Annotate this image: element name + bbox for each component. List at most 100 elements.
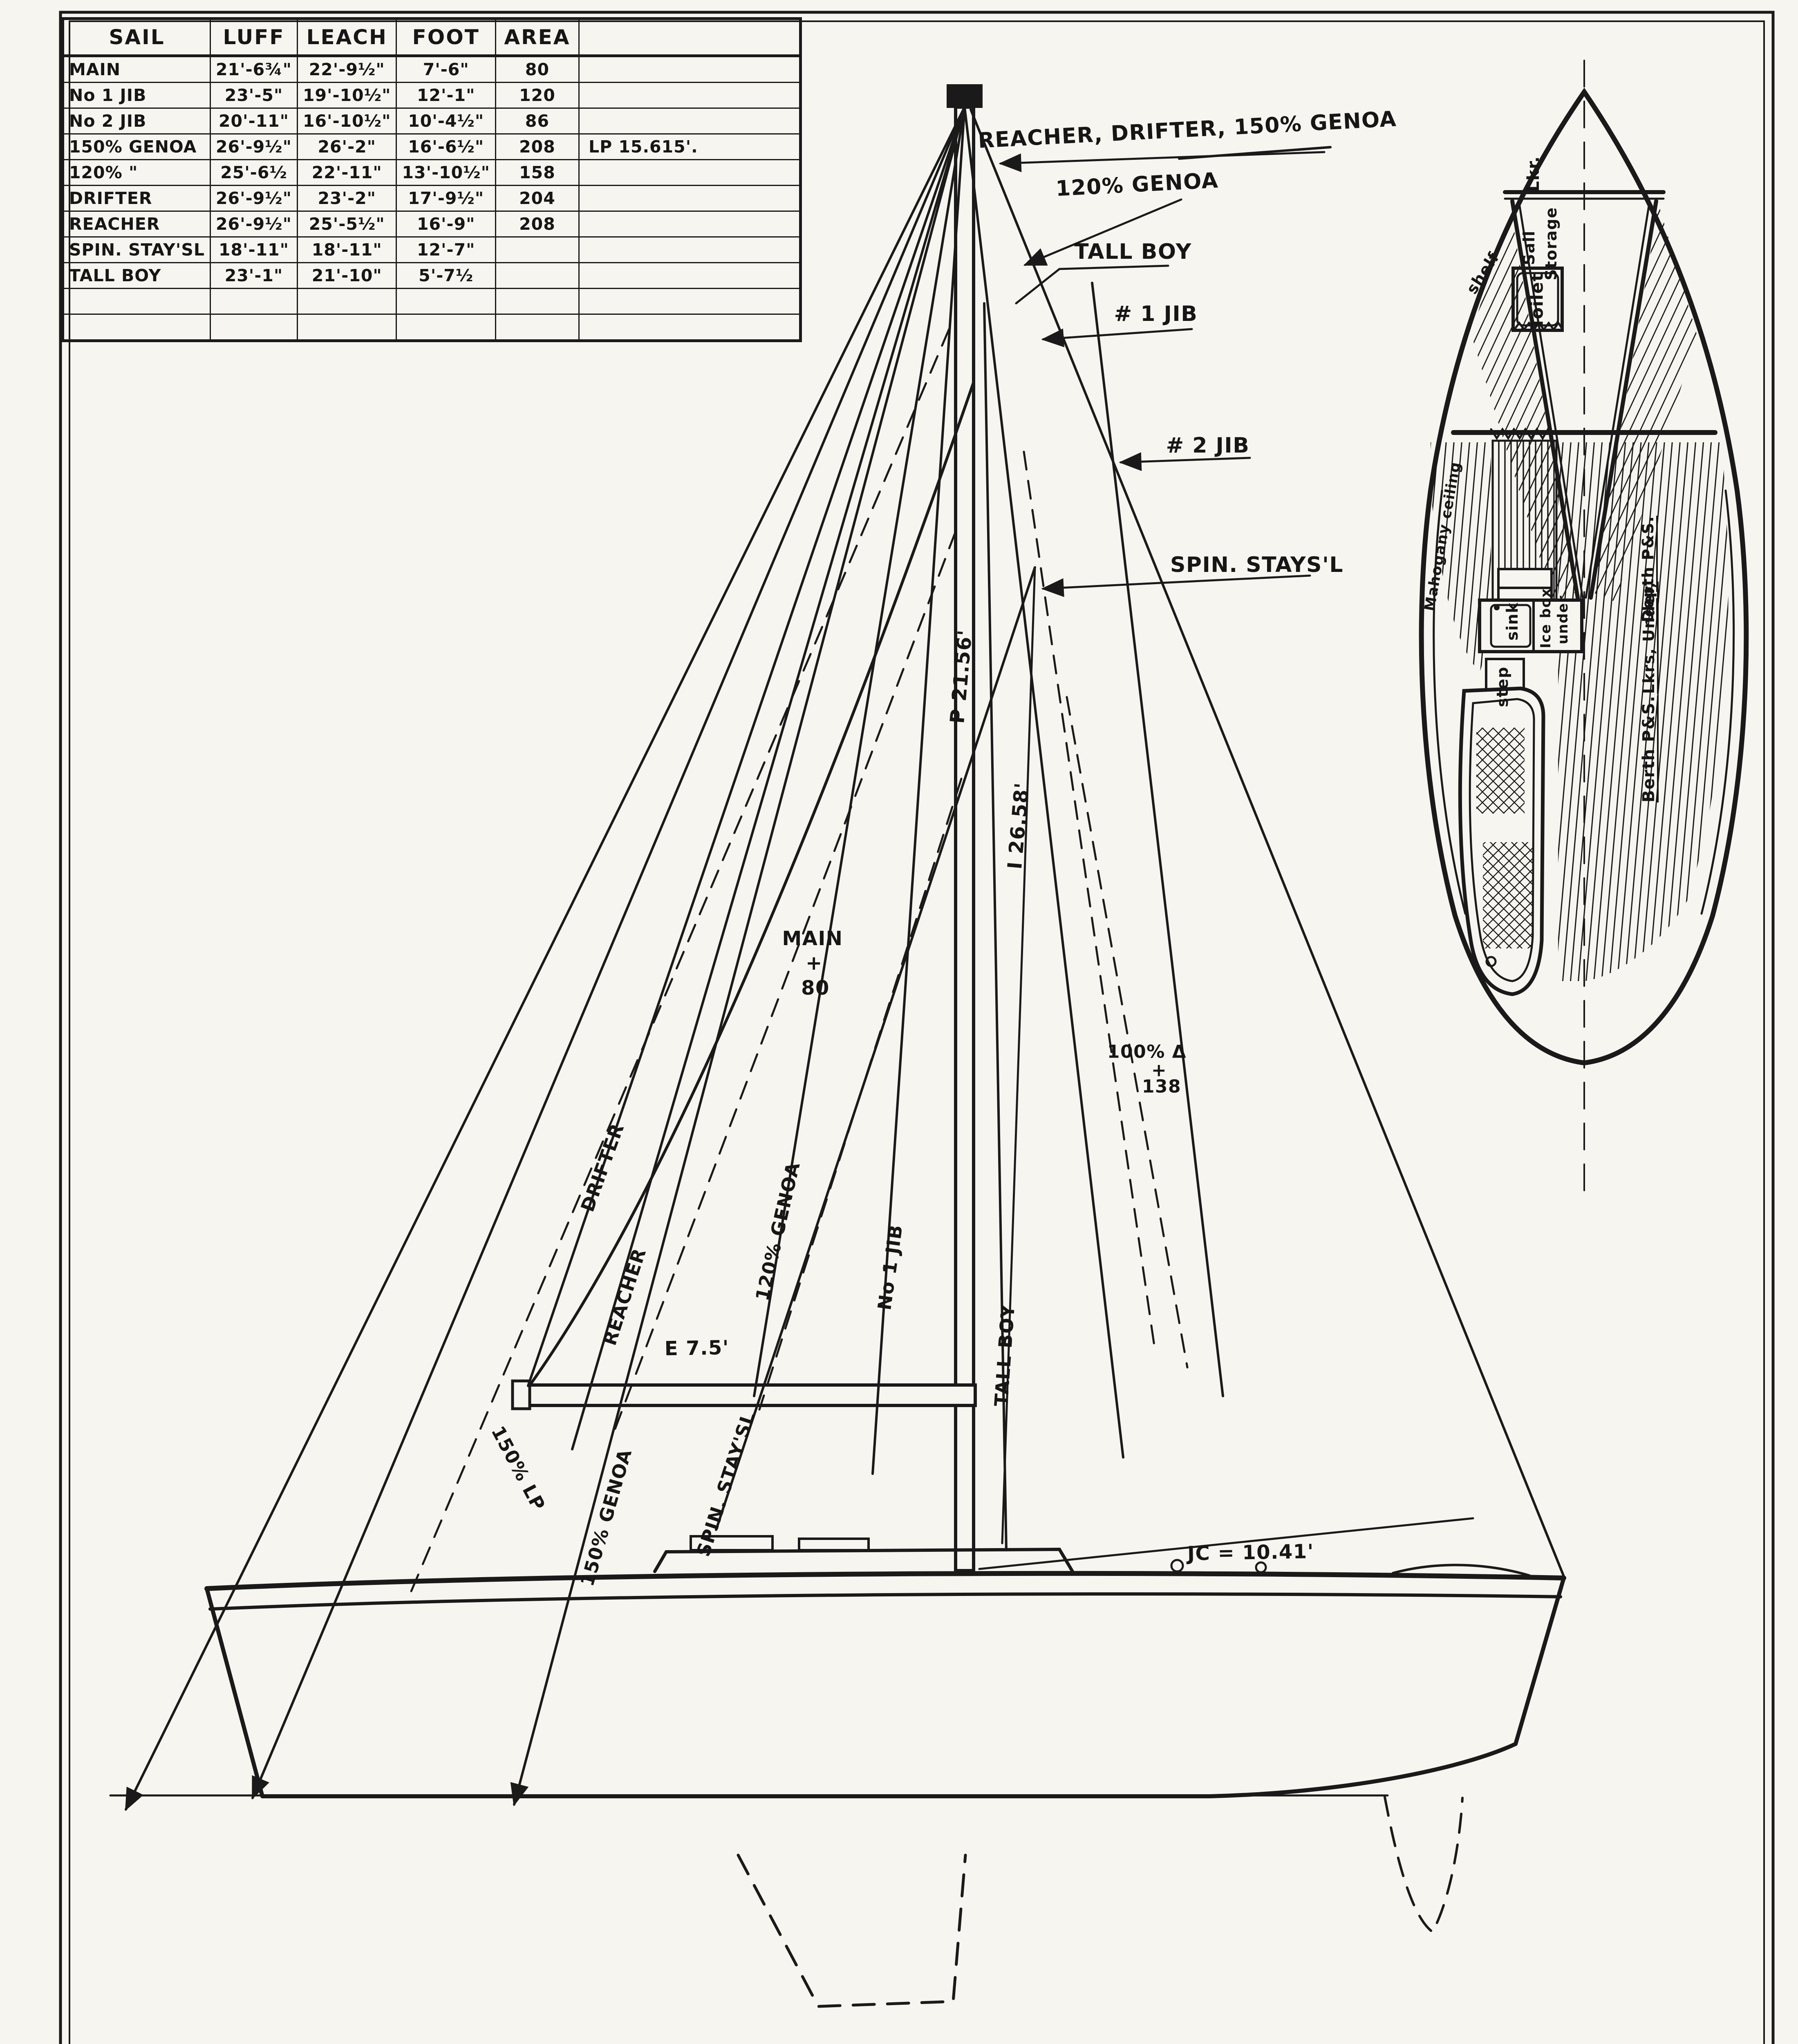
plan-lkr: Lkr. [1524, 156, 1543, 192]
table-cell [62, 314, 211, 341]
table-cell: MAIN [62, 55, 211, 83]
boom-end-fitting [511, 1379, 531, 1410]
table-cell [578, 55, 801, 83]
table-cell: 22'-11" [296, 159, 397, 186]
sail-table-header: LEACH [296, 18, 397, 57]
table-row [62, 314, 801, 341]
table-cell: 23'-1" [210, 262, 298, 289]
mast [954, 105, 975, 1572]
plan-sail: Sail [1520, 230, 1538, 265]
plan-lkrs-under: Lkrs, Under, [1640, 581, 1658, 694]
table-cell: No 2 JIB [62, 108, 211, 134]
table-cell [495, 262, 580, 289]
table-cell: SPIN. STAY'SL [62, 236, 211, 263]
table-cell: 17'-9½" [396, 185, 496, 212]
table-cell: 19'-10½" [296, 82, 397, 109]
cabin-trunk [653, 1547, 1074, 1573]
table-cell [62, 288, 211, 315]
table-cell: 12'-1" [396, 82, 496, 109]
hull-profile [109, 1535, 1566, 2008]
table-cell [210, 288, 298, 315]
table-cell: 7'-6" [396, 55, 496, 83]
table-cell [396, 288, 496, 315]
sail-table-header: LUFF [210, 18, 298, 57]
tiller [1392, 1564, 1531, 1577]
dim-jc: JC = 10.41' [1187, 1540, 1314, 1565]
plan-storage: Storage [1542, 207, 1560, 280]
fore-plus: + [1151, 1060, 1167, 1081]
table-cell: TALL BOY [62, 262, 211, 289]
table-cell: 25'-6½ [210, 159, 298, 186]
plan-toilet: Toilet [1527, 272, 1547, 329]
table-cell [578, 108, 801, 134]
sail-table-header: AREA [495, 18, 580, 57]
table-cell: DRIFTER [62, 185, 211, 212]
table-cell: 5'-7½ [396, 262, 496, 289]
sailplan-drawing [109, 84, 1566, 2008]
table-cell: 158 [495, 159, 580, 186]
main-plus: + [806, 952, 823, 975]
table-cell [578, 288, 801, 315]
toilet-box [1511, 267, 1564, 332]
table-cell: 21'-10" [296, 262, 397, 289]
table-row [62, 288, 801, 315]
table-cell [495, 236, 580, 263]
sail-table-header: SAIL [62, 18, 211, 57]
fore-name: 100% Δ [1107, 1041, 1187, 1062]
plan-step: step [1493, 666, 1511, 707]
table-cell [296, 314, 397, 341]
keel [737, 1853, 967, 2008]
table-cell [578, 236, 801, 263]
plan-hull-outline [1419, 87, 1749, 1066]
table-cell: 120% " [62, 159, 211, 186]
table-cell [296, 288, 397, 315]
table-cell: 26'-9½" [210, 185, 298, 212]
dim-e: E 7.5' [664, 1336, 730, 1360]
table-cell [495, 288, 580, 315]
table-cell: 18'-11" [296, 236, 397, 263]
table-cell: 13'-10½" [396, 159, 496, 186]
table-cell: 21'-6¾" [210, 55, 298, 83]
table-cell: 26'-9½" [210, 211, 298, 238]
table-cell: 204 [495, 185, 580, 212]
callout-spin-staysl: SPIN. STAYS'L [1170, 553, 1344, 577]
table-cell: 10'-4½" [396, 108, 496, 134]
table-cell: 120 [495, 82, 580, 109]
plan-icebox-2: under [1555, 595, 1571, 645]
table-cell: 23'-2" [296, 185, 397, 212]
plan-sink: sink [1503, 602, 1521, 641]
rudder [1384, 1796, 1464, 1934]
table-cell: 208 [495, 133, 580, 160]
table-cell: 16'-9" [396, 211, 496, 238]
table-cell: LP 15.615'. [578, 133, 801, 160]
main-name: MAIN [782, 927, 843, 950]
table-cell: 23'-5" [210, 82, 298, 109]
table-cell [578, 185, 801, 212]
table-cell [210, 314, 298, 341]
table-cell: 20'-11" [210, 108, 298, 134]
table-cell [578, 262, 801, 289]
table-cell: REACHER [62, 211, 211, 238]
table-cell: No 1 JIB [62, 82, 211, 109]
planview-drawing [1419, 60, 1749, 1199]
table-cell: 86 [495, 108, 580, 134]
cockpit [1458, 686, 1545, 996]
table-cell: 16'-10½" [296, 108, 397, 134]
table-cell [578, 211, 801, 238]
table-cell: 150% GENOA [62, 133, 211, 160]
plan-berth-ps: Berth P&S. [1639, 695, 1658, 803]
masthead-fitting [947, 84, 983, 108]
callout-tall-boy: TALL BOY [1074, 240, 1192, 264]
table-cell: 16'-6½" [396, 133, 496, 160]
table-cell: 18'-11" [210, 236, 298, 263]
sail-table-header [578, 18, 801, 57]
table-cell [578, 314, 801, 341]
